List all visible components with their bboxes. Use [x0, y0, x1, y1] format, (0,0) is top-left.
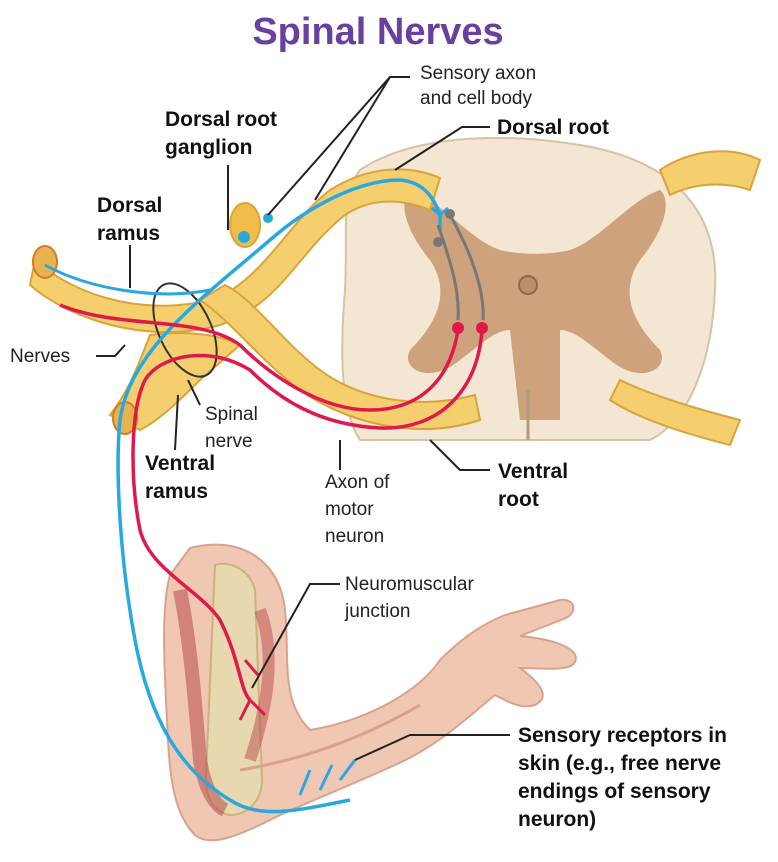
- label-axon-motor-1: Axon of: [325, 472, 390, 493]
- label-drg-2: ganglion: [165, 136, 253, 159]
- label-spinal-nerve-2: nerve: [205, 431, 253, 452]
- label-ventral-root-2: root: [498, 488, 539, 511]
- page-title: Spinal Nerves: [252, 11, 503, 53]
- label-receptors-2: skin (e.g., free nerve: [518, 752, 721, 775]
- label-receptors-4: neuron): [518, 808, 596, 831]
- label-ventral-root-1: Ventral: [498, 460, 568, 483]
- label-drg-1: Dorsal root: [165, 108, 277, 131]
- label-axon-motor-3: neuron: [325, 526, 384, 547]
- label-dorsal-ramus-2: ramus: [97, 222, 160, 245]
- label-receptors-1: Sensory receptors in: [518, 724, 727, 747]
- label-spinal-nerve-1: Spinal: [205, 404, 258, 425]
- label-sensory-axon-1: Sensory axon: [420, 63, 536, 84]
- label-receptors-3: endings of sensory: [518, 780, 711, 803]
- label-dorsal-root: Dorsal root: [497, 116, 609, 139]
- label-axon-motor-2: motor: [325, 499, 374, 520]
- label-sensory-axon-2: and cell body: [420, 88, 532, 109]
- label-nmj-2: junction: [344, 601, 411, 622]
- label-ventral-ramus-2: ramus: [145, 480, 208, 503]
- label-ventral-ramus-1: Ventral: [145, 452, 215, 475]
- label-nerves: Nerves: [10, 346, 70, 367]
- label-dorsal-ramus-1: Dorsal: [97, 194, 162, 217]
- label-nmj-1: Neuromuscular: [345, 574, 474, 595]
